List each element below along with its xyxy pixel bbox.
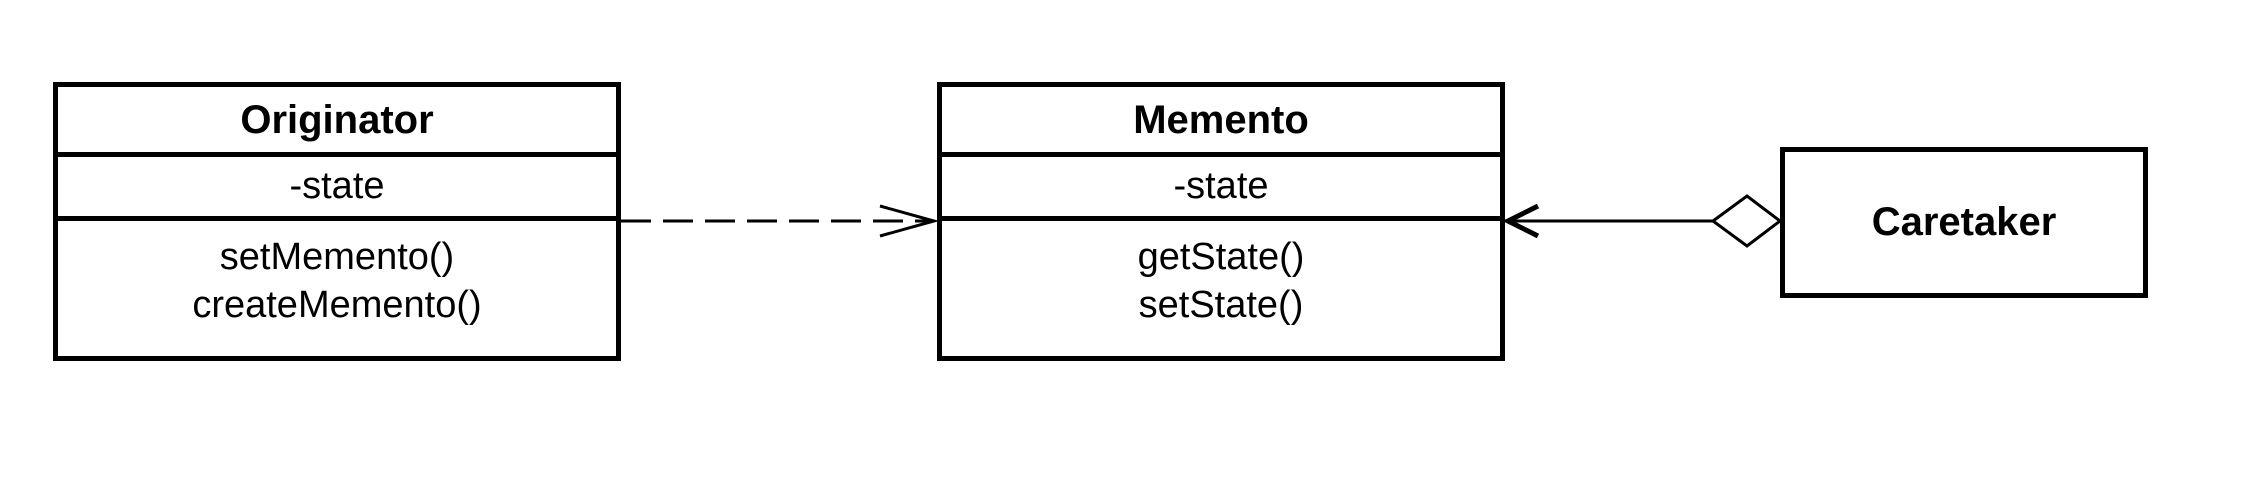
memento-operation-get-state: getState() [1137,236,1305,278]
aggregation-connector [1502,194,1783,248]
originator-class: Originator -state setMemento() createMem… [53,82,621,361]
caretaker-class-name: Caretaker [1871,200,2057,244]
aggregation-open-arrowhead [1502,203,1540,239]
memento-attributes: -state [942,157,1500,221]
memento-attribute-state: -state [1173,165,1269,207]
caretaker-class: Caretaker [1780,147,2148,298]
dependency-open-arrowhead [879,204,940,238]
originator-operation-set-memento: setMemento() [219,236,455,278]
originator-attribute-state: -state [289,165,385,207]
originator-operations: setMemento() createMemento() [58,221,616,329]
dependency-connector [621,204,940,238]
originator-operation-create-memento: createMemento() [192,284,482,326]
memento-class: Memento -state getState() setState() [937,82,1505,361]
originator-class-name: Originator [58,87,616,157]
memento-operation-set-state: setState() [1138,284,1304,326]
memento-class-name: Memento [942,87,1500,157]
originator-attributes: -state [58,157,616,221]
memento-operations: getState() setState() [942,221,1500,329]
aggregation-hollow-diamond [1710,194,1783,248]
